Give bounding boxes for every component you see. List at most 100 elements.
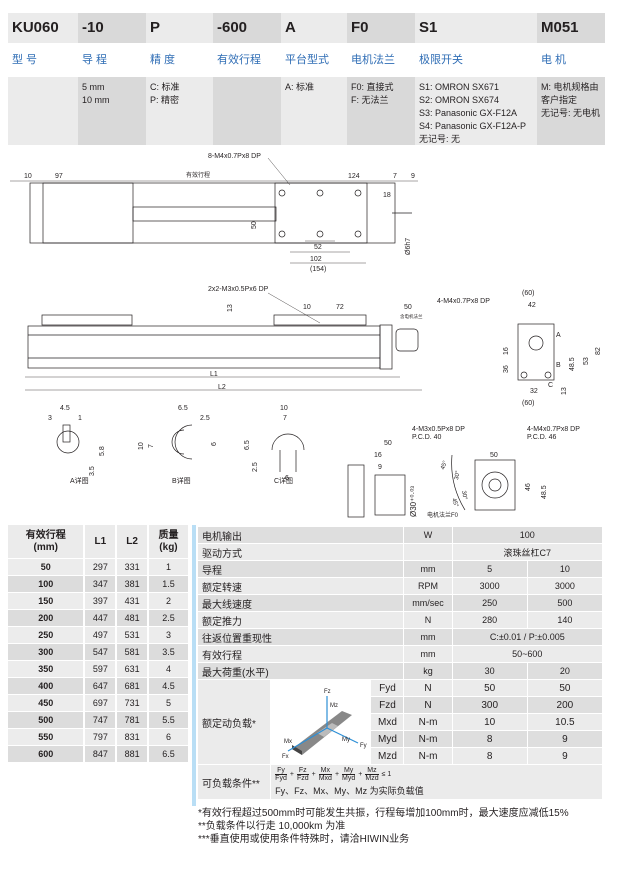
table-cell: 250 — [8, 626, 86, 644]
divider-bar — [192, 525, 196, 806]
load-value: N-m — [403, 747, 453, 765]
dimension-label: B — [556, 362, 561, 369]
plus-sign: + — [289, 771, 294, 778]
spec-unit: mm — [403, 645, 453, 663]
dimension-label: 124 — [348, 173, 360, 180]
model-code: KU060 — [8, 13, 78, 43]
model-option: 5 mm — [82, 82, 105, 92]
column-header: L2 — [116, 525, 149, 559]
load-label: 额定动负载* — [196, 679, 272, 765]
model-option-cell: M: 电机规格由客户指定无记号: 无电机 — [537, 77, 605, 145]
model-option-cell: A: 标准 — [281, 77, 347, 145]
model-option: M: 电机规格由 — [541, 82, 599, 92]
model-option-cell: 5 mm 10 mm — [78, 77, 146, 145]
model-option: 10 mm — [82, 95, 110, 105]
table-cell: 381 — [116, 575, 149, 593]
table-cell: 847 — [84, 745, 118, 763]
dimension-label: 45° — [450, 498, 459, 509]
dimension-label: 32 — [530, 388, 538, 395]
model-option: A: 标准 — [285, 82, 315, 92]
table-cell: 447 — [84, 609, 118, 627]
spec-label: 往返位置重现性 — [196, 628, 405, 646]
dimension-label: 50 — [251, 221, 258, 229]
condition-note: Fy、Fz、Mx、My、Mz 为实际负载值 — [275, 786, 424, 796]
dimension-label: 72 — [336, 304, 344, 311]
model-option: 无记号: 无 — [419, 134, 461, 144]
dimension-label: 9 — [411, 173, 415, 180]
footnotes: *有效行程超过500mm时可能发生共振，行程每增加100mm时，最大速度应减低1… — [198, 807, 569, 846]
dimension-label: 18 — [383, 192, 391, 199]
spec-label: 最大荷重(水平) — [196, 662, 405, 680]
spec-value: 30 — [451, 662, 528, 680]
dimension-label: 6.5 — [178, 405, 188, 412]
table-cell: 747 — [84, 711, 118, 729]
spec-label: 最大线速度 — [196, 594, 405, 612]
table-cell: 881 — [116, 745, 149, 763]
dimension-label: 3 — [48, 415, 52, 422]
spec-unit: mm — [403, 560, 453, 578]
model-code: P — [146, 13, 213, 43]
footnote: *有效行程超过500mm时可能发生共振，行程每增加100mm时，最大速度应减低1… — [198, 808, 569, 819]
dimension-label: 6 — [211, 442, 218, 446]
dimension-label: 7 — [283, 415, 287, 422]
model-code-label: 电机法兰 — [347, 43, 415, 77]
dimension-label: 2.5 — [252, 462, 259, 472]
model-code-label: 导 程 — [78, 43, 146, 77]
table-cell: 3 — [147, 626, 191, 644]
table-cell: 331 — [116, 558, 149, 576]
dimension-label: 4-M4x0.7Px8 DP — [527, 426, 580, 433]
load-value: 200 — [526, 696, 604, 714]
model-option: C: 标准 — [150, 82, 180, 92]
table-cell: 500 — [8, 711, 86, 729]
model-option-cell: C: 标准 P: 精密 — [146, 77, 213, 145]
dimension-label: 36 — [503, 365, 510, 373]
table-cell: 50 — [8, 558, 86, 576]
model-code-label: 型 号 — [8, 43, 78, 77]
model-option: P: 精密 — [150, 95, 180, 105]
dimension-label: 16 — [374, 452, 382, 459]
dimension-label: C — [548, 382, 553, 389]
table-cell: 6.5 — [147, 745, 191, 763]
model-option: S1: OMRON SX671 — [419, 82, 500, 92]
spec-unit: mm/sec — [403, 594, 453, 612]
dimension-label: 53 — [583, 357, 590, 365]
detail-c-title: C详图 — [274, 476, 293, 485]
load-value: 10.5 — [526, 713, 604, 731]
column-header: 有效行程 (mm) — [8, 525, 86, 559]
model-code: S1 — [415, 13, 537, 43]
table-cell: 1.5 — [147, 575, 191, 593]
technical-drawings: 8-M4x0.7Px8 DP 10 97 有效行程 124 7 9 18 50 … — [10, 153, 602, 519]
dimension-label: 13 — [227, 304, 234, 312]
dimension-label: L1 — [210, 371, 218, 378]
table-cell: 450 — [8, 694, 86, 712]
spec-value: 500 — [526, 594, 604, 612]
model-code: F0 — [347, 13, 415, 43]
dimension-label: 7 — [148, 444, 155, 448]
model-option: 客户指定 — [541, 95, 578, 105]
table-cell: 647 — [84, 677, 118, 695]
model-code-label: 有效行程 — [213, 43, 281, 77]
spec-unit: RPM — [403, 577, 453, 595]
table-cell: 4.5 — [147, 677, 191, 695]
model-option-cell — [8, 77, 78, 145]
dimension-label: (154) — [310, 266, 326, 273]
model-code: M051 — [537, 13, 605, 43]
svg-text:Fx: Fx — [282, 754, 289, 760]
dimension-label: 有效行程 — [186, 171, 210, 179]
model-code-label: 极限开关 — [415, 43, 537, 77]
load-value: N — [403, 696, 453, 714]
